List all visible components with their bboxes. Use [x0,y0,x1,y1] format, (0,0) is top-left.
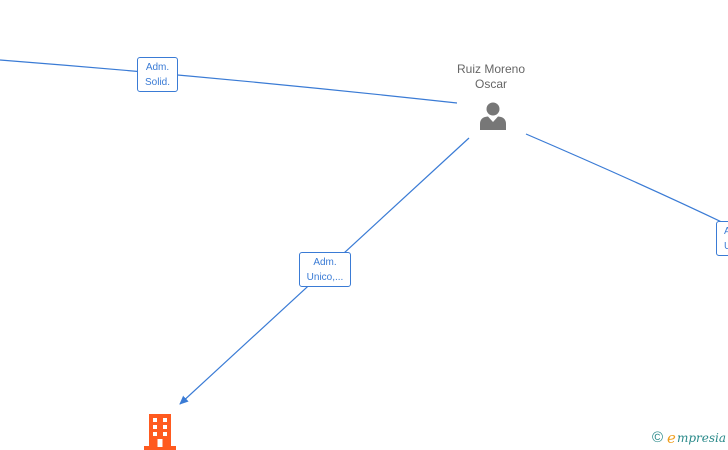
brand-logo-text: mpresia [676,431,726,445]
edge-label-line2: Solid. [144,77,170,88]
edge-line-right [525,133,728,226]
edge-label-adm-solid[interactable]: Adm. Solid. [137,57,178,92]
person-name-line2: Oscar [474,77,507,91]
person-name[interactable]: Ruiz Moreno Oscar [430,62,552,92]
edge-line-solid [0,59,458,104]
edge-label-line2: Unico,... [306,272,344,283]
building-icon[interactable] [144,414,176,450]
copyright-icon: © [651,429,664,446]
edge-label-adm-unico[interactable]: Adm. Unico,... [299,252,351,287]
edge-label-line2: U [724,241,728,252]
edge-label-right-truncated[interactable]: A U [716,221,728,256]
person-icon[interactable] [478,101,508,131]
edge-label-line1: A [724,226,728,237]
edge-label-line1: Adm. [313,257,337,268]
person-name-line1: Ruiz Moreno [456,62,526,76]
brand-footer[interactable]: © e mpresia [651,429,726,447]
edge-label-line1: Adm. [145,62,170,73]
brand-logo-initial: e [667,429,676,447]
